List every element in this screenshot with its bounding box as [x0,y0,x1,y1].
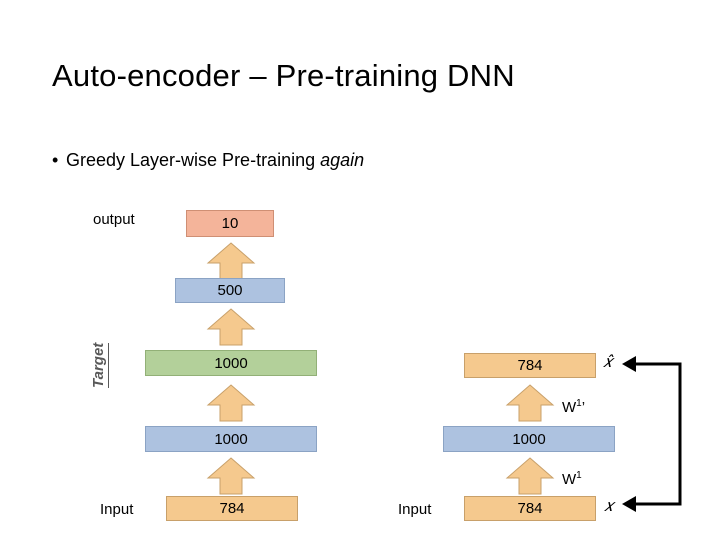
right-input-label: Input [398,501,432,518]
right-node-1000[interactable]: 1000 [443,426,615,452]
right-node-input-784[interactable]: 784 [464,496,596,521]
bullet-text-emphasis: again [320,150,365,170]
right-arrow-2-icon [505,383,555,428]
right-node-output-784[interactable]: 784 [464,353,596,378]
left-arrow-2-icon [206,383,256,428]
weight-label-w1: W1 [562,470,582,488]
left-input-label: Input [100,501,134,518]
page-title: Auto-encoder – Pre-training DNN [52,58,515,93]
x-label: 𝑥 [604,496,614,515]
right-arrow-1-icon [505,456,555,501]
x-hat-label: 𝑥̂ [603,352,613,371]
reconstruction-loop-arrow-icon [618,352,700,522]
bullet-line: • Greedy Layer-wise Pre-training again [52,150,364,171]
left-output-label: output [93,211,135,228]
left-arrow-3-icon [206,307,256,352]
weight-label-w1-prime: W1’ [562,398,586,416]
left-node-output-10[interactable]: 10 [186,210,274,237]
left-arrow-1-icon [206,456,256,501]
left-node-1000-blue[interactable]: 1000 [145,426,317,452]
bullet-text: Greedy Layer-wise Pre-training [66,150,321,170]
left-node-500[interactable]: 500 [175,278,285,303]
left-node-1000-green[interactable]: 1000 [145,350,317,376]
bullet-marker: • [52,150,59,170]
left-node-input-784[interactable]: 784 [166,496,298,521]
vertical-target-label: Target [90,342,109,388]
